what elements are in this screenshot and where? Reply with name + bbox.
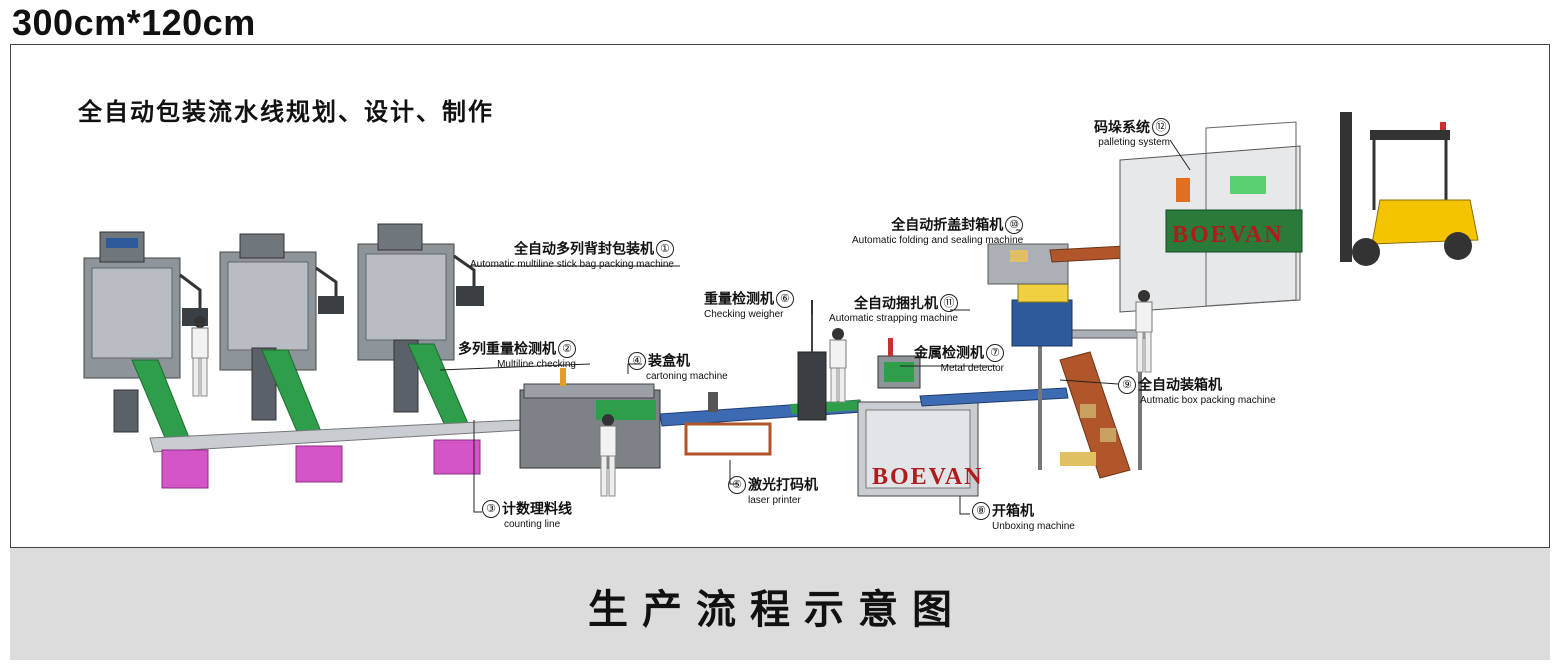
size-title: 300cm*120cm bbox=[12, 2, 256, 43]
station-number-7: ⑦ bbox=[986, 344, 1004, 362]
station-number-9: ⑨ bbox=[1118, 376, 1136, 394]
box-packing-machine bbox=[1035, 329, 1147, 479]
station-number-1: ① bbox=[655, 240, 674, 258]
station-number-6: ⑥ bbox=[776, 290, 794, 308]
reject-bins bbox=[161, 439, 481, 489]
workers bbox=[191, 290, 1153, 497]
cartoning-machine bbox=[519, 368, 661, 469]
palletizing-cage: BOEVAN bbox=[1119, 121, 1303, 313]
brand-logo-unboxing: BOEVAN bbox=[872, 464, 984, 490]
forklift bbox=[1340, 112, 1479, 266]
checking-weigher bbox=[797, 300, 827, 421]
station-number-5: ⑤ bbox=[728, 476, 746, 494]
diagram-subtitle: 全自动包装流水线规划、设计、制作 bbox=[78, 98, 494, 126]
production-line-illustration: BOEVAN BOEVAN bbox=[83, 112, 1479, 515]
station-number-3: ③ bbox=[482, 500, 500, 518]
green-conveyors bbox=[131, 343, 471, 441]
station-number-8: ⑧ bbox=[972, 502, 990, 520]
station-number-4: ④ bbox=[628, 352, 646, 370]
main-conveyor bbox=[919, 387, 1069, 407]
station-number-10: ⑩ bbox=[1005, 216, 1024, 234]
packing-machine-1 bbox=[83, 231, 208, 433]
footer-title: 生产流程示意图 bbox=[588, 587, 966, 633]
packing-machine-2 bbox=[219, 233, 344, 421]
station-number-12: ⑫ bbox=[1152, 118, 1170, 136]
station-number-2: ② bbox=[558, 340, 576, 358]
packing-machine-3 bbox=[357, 223, 484, 413]
unboxing-machine: BOEVAN bbox=[857, 401, 984, 497]
footer-band bbox=[10, 548, 1550, 660]
station-number-11: ⑪ bbox=[940, 294, 958, 312]
metal-detector bbox=[877, 338, 921, 389]
brand-logo-pallet: BOEVAN bbox=[1172, 222, 1284, 248]
